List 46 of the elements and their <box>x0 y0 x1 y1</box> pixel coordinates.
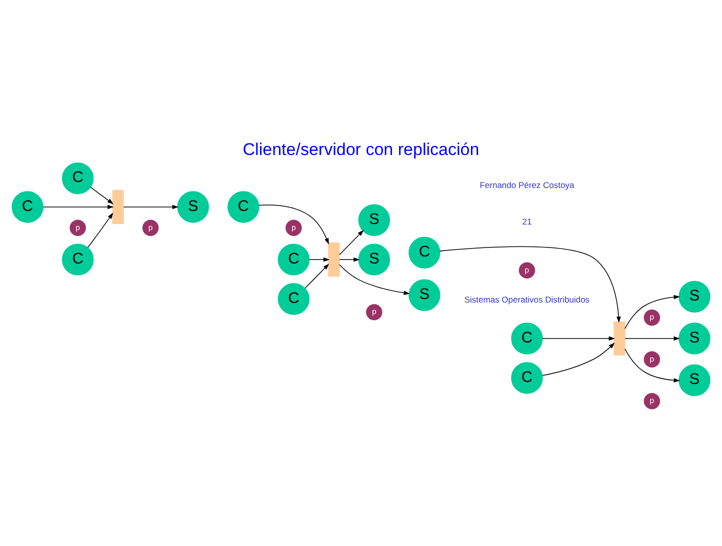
label: 21 <box>522 216 532 226</box>
arrow <box>439 246 621 322</box>
arrow <box>338 264 410 295</box>
node-circle: S <box>177 190 209 222</box>
diagram-title: Cliente/servidor con replicación <box>242 139 480 158</box>
node-circle: C <box>62 243 94 275</box>
arrow <box>339 256 360 262</box>
arrow <box>624 294 680 329</box>
node-bar <box>112 189 124 224</box>
arrow <box>258 204 329 244</box>
arrow <box>87 212 114 248</box>
node-circle: S <box>678 280 710 312</box>
arrow <box>624 336 680 340</box>
arrow <box>123 204 179 209</box>
label: Fernando Pérez Costoya <box>480 180 574 190</box>
arrow <box>542 342 615 376</box>
node-circle: C <box>408 236 440 268</box>
node-bar <box>328 242 340 276</box>
arrow <box>542 336 616 340</box>
node-circle: p <box>518 262 536 278</box>
node-circle: C <box>62 162 94 194</box>
node-circle: p <box>644 350 660 368</box>
arrow <box>304 263 330 288</box>
node-circle: S <box>678 364 710 396</box>
node-circle: C <box>228 190 260 222</box>
node-circle: p <box>70 219 86 236</box>
node-circle: S <box>678 322 710 354</box>
label: Sistemas Operativos Distribuidos <box>464 294 590 304</box>
node-circle: C <box>278 243 310 275</box>
node-circle: p <box>286 219 302 236</box>
node-circle: p <box>644 392 660 409</box>
node-circle: C <box>511 362 543 394</box>
arrow <box>90 186 114 204</box>
node-circle: p <box>366 304 382 320</box>
arrow <box>42 204 114 209</box>
node-circle: p <box>142 219 159 236</box>
arrow <box>624 348 680 382</box>
node-circle: C <box>278 282 310 314</box>
node-circle: C <box>12 190 44 222</box>
node-bar <box>614 320 626 356</box>
node-circle: p <box>644 308 660 326</box>
node-circle: S <box>358 243 390 275</box>
arrow <box>339 229 364 255</box>
node-circle: S <box>408 278 440 311</box>
arrow <box>308 256 330 262</box>
node-circle: C <box>511 322 543 354</box>
